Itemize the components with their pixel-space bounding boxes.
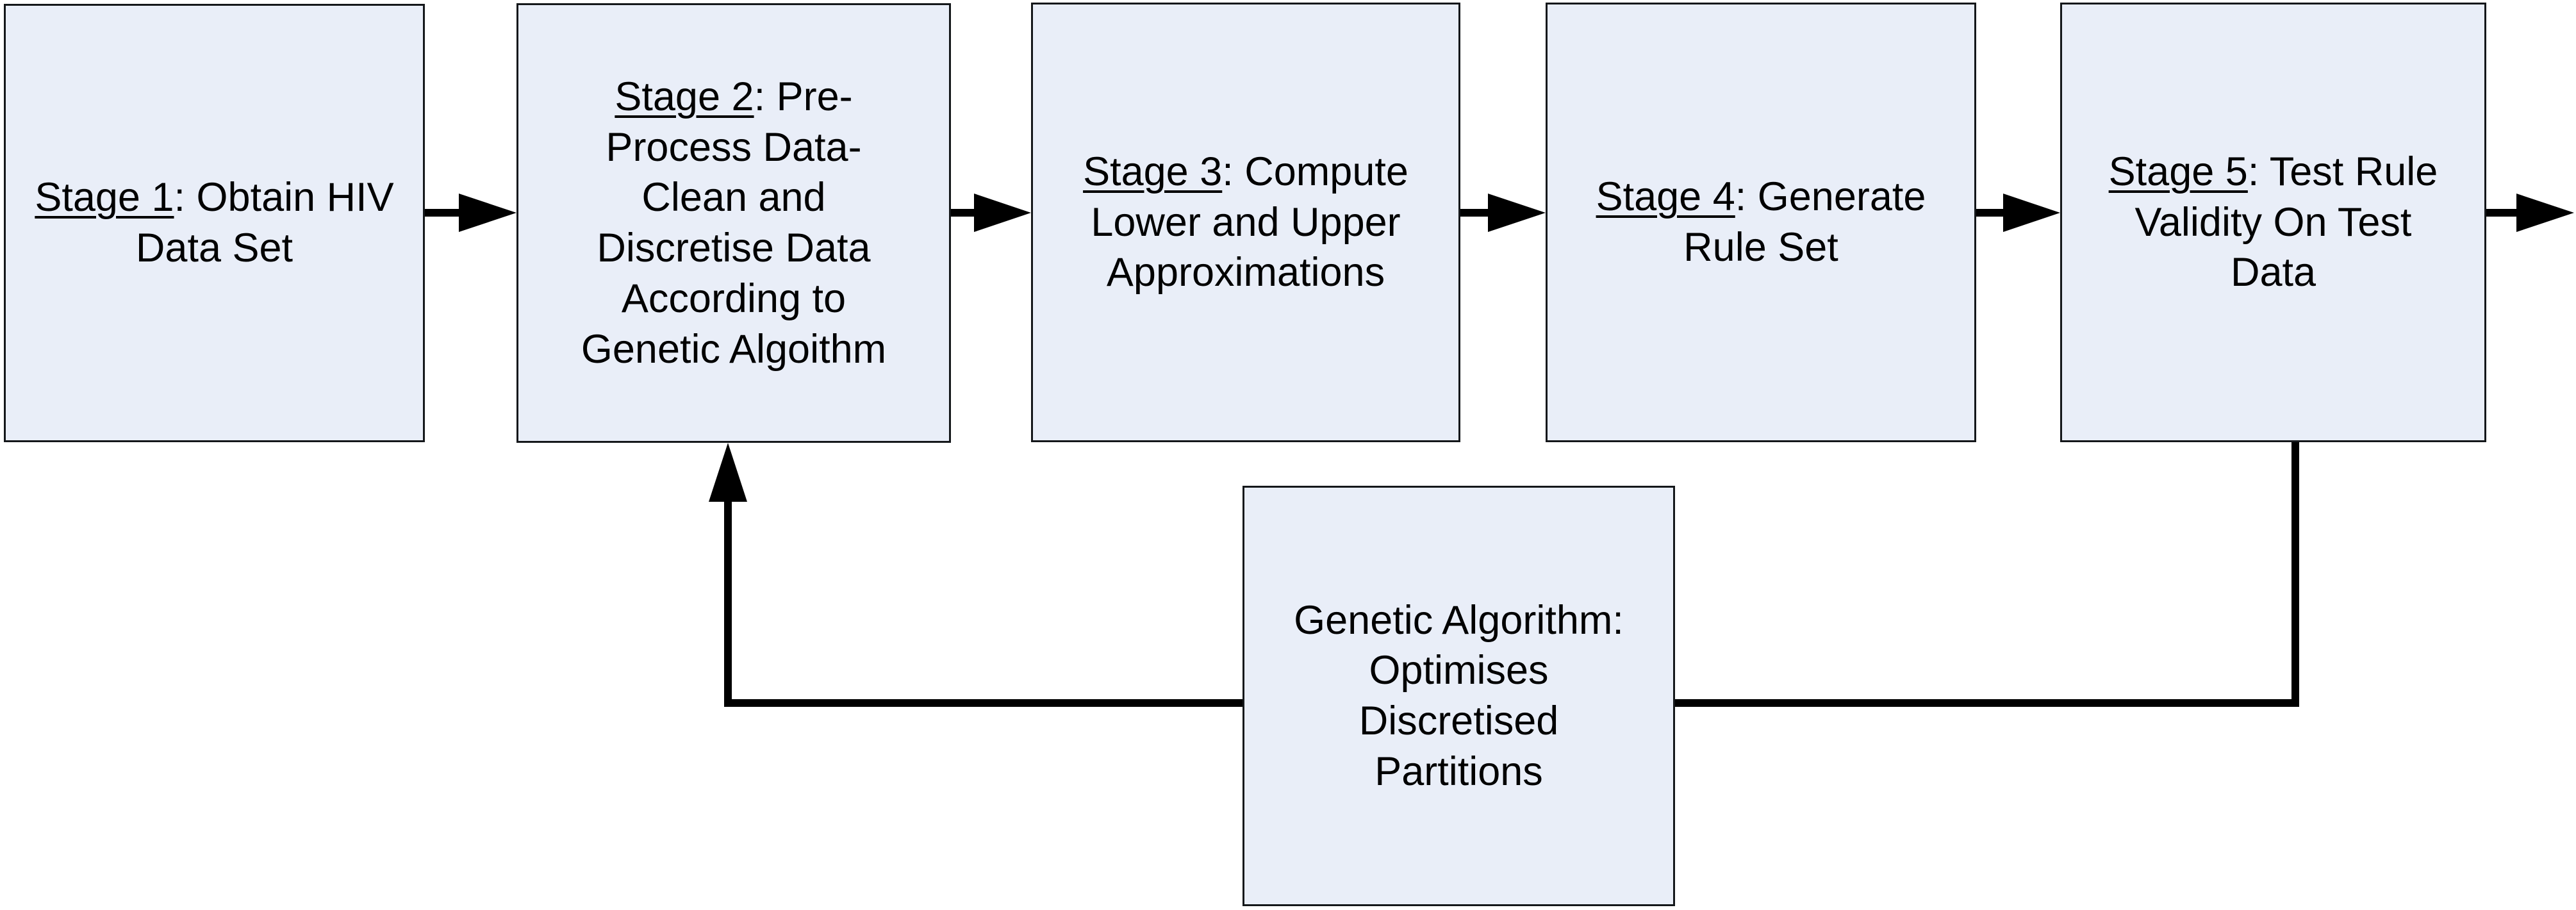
stage-3-title-rest: : Compute Lower and Upper Approximations xyxy=(1091,149,1408,295)
stage-3-title-underlined: Stage 3 xyxy=(1083,149,1223,194)
stage-2-label: Stage 2: Pre- Process Data- Clean and Di… xyxy=(576,72,891,375)
arrowhead-right-icon xyxy=(459,194,516,232)
arrowhead-up-icon xyxy=(709,443,747,502)
arrowhead-right-icon xyxy=(2003,194,2060,232)
genetic-algorithm-label: Genetic Algorithm: Optimises Discretised… xyxy=(1294,597,1624,794)
arrowhead-right-icon xyxy=(974,194,1031,232)
arrow-stage4-to-stage5 xyxy=(1976,194,2060,232)
stage-5-box: Stage 5: Test Rule Validity On Test Data xyxy=(2060,3,2486,442)
stage-5-title-underlined: Stage 5 xyxy=(2108,149,2248,194)
stage-4-title-rest: : Generate Rule Set xyxy=(1683,174,1926,270)
stage-2-title-underlined: Stage 2 xyxy=(615,74,754,119)
stage-2-box: Stage 2: Pre- Process Data- Clean and Di… xyxy=(516,3,951,443)
stage-1-title-rest: : Obtain HIV Data Set xyxy=(135,175,394,270)
stage-1-title-underlined: Stage 1 xyxy=(35,175,174,220)
arrowhead-right-icon xyxy=(2516,194,2574,232)
stage-2-title-rest: : Pre- Process Data- Clean and Discretis… xyxy=(581,74,887,372)
stage-3-box: Stage 3: Compute Lower and Upper Approxi… xyxy=(1031,3,1460,442)
stage-1-label: Stage 1: Obtain HIV Data Set xyxy=(29,172,399,274)
arrow-stage5-to-output xyxy=(2486,194,2574,232)
feedback-line-ga-to-stage2 xyxy=(709,443,1243,707)
stage-5-title-rest: : Test Rule Validity On Test Data xyxy=(2134,149,2438,295)
arrow-stage2-to-stage3 xyxy=(951,194,1031,232)
stage-1-box: Stage 1: Obtain HIV Data Set xyxy=(4,4,425,442)
feedback-line-stage5-to-ga xyxy=(1675,442,2299,707)
stage-5-label: Stage 5: Test Rule Validity On Test Data xyxy=(2104,147,2443,298)
arrowhead-right-icon xyxy=(1488,194,1546,232)
genetic-algorithm-box: Genetic Algorithm: Optimises Discretised… xyxy=(1243,486,1675,906)
arrow-stage3-to-stage4 xyxy=(1460,194,1546,232)
arrow-stage1-to-stage2 xyxy=(425,194,516,232)
stage-3-label: Stage 3: Compute Lower and Upper Approxi… xyxy=(1078,147,1414,298)
stage-4-label: Stage 4: Generate Rule Set xyxy=(1591,172,1931,273)
stage-4-box: Stage 4: Generate Rule Set xyxy=(1546,3,1976,442)
stage-4-title-underlined: Stage 4 xyxy=(1596,174,1735,220)
